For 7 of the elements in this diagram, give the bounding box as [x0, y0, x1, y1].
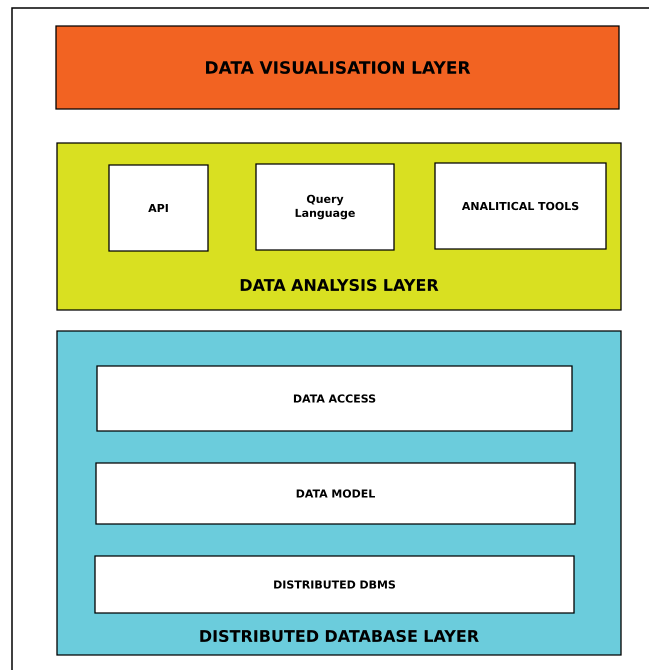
component-box: ANALITICAL TOOLS	[434, 162, 607, 250]
component-box: API	[108, 164, 209, 252]
component-box: DATA ACCESS	[96, 365, 573, 432]
component-box: Query Language	[255, 163, 395, 251]
layer-box: DATA VISUALISATION LAYER	[55, 25, 620, 110]
component-box: DATA MODEL	[95, 462, 576, 525]
component-box: DISTRIBUTED DBMS	[94, 555, 575, 614]
